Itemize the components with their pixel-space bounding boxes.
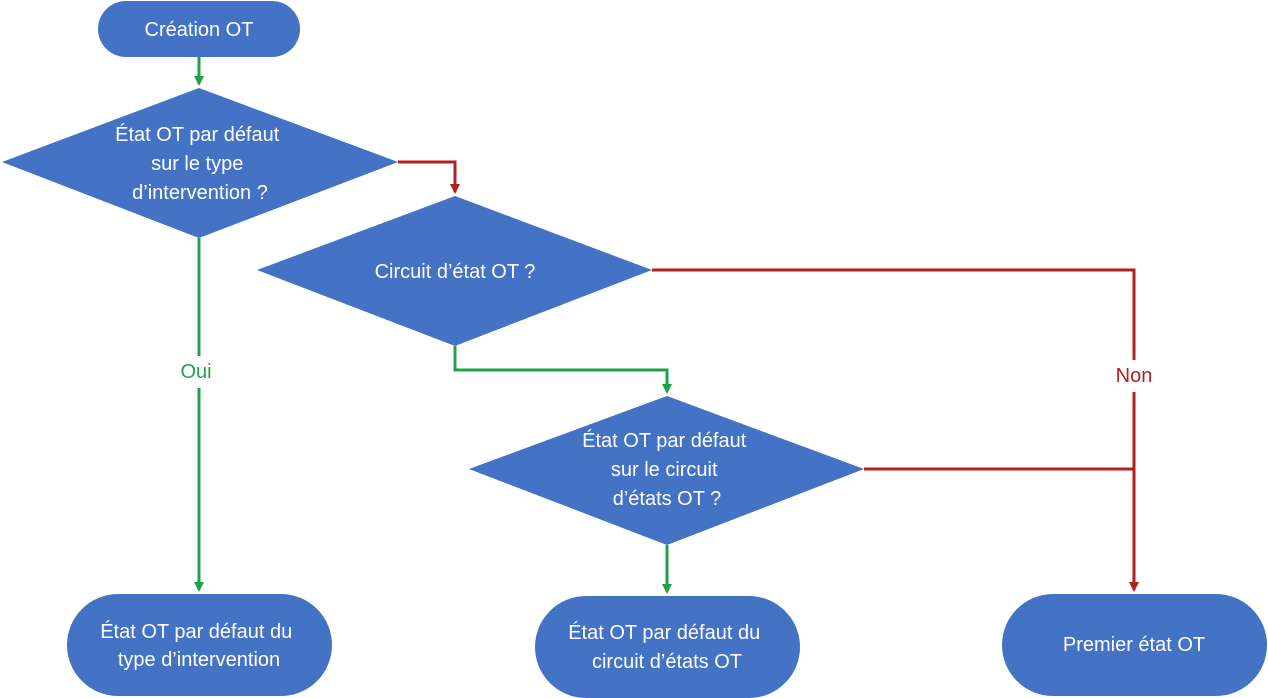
node-end-first: Premier état OT	[1002, 594, 1267, 696]
node-end-type: État OT par défaut du type d’interventio…	[67, 594, 332, 696]
edge-label-no: Non	[1116, 365, 1153, 387]
decision-default-type-line-3: d’intervention ?	[132, 182, 268, 204]
edge-circuit-yes	[453, 346, 672, 394]
node-start: Création OT	[98, 1, 300, 57]
decision-default-circuit-line-3: d’états OT ?	[613, 488, 722, 510]
node-end-type-line-1: État OT par défaut du	[100, 620, 292, 643]
decision-circuit: Circuit d’état OT ?	[257, 196, 652, 346]
node-end-first-line-1: Premier état OT	[1063, 634, 1205, 656]
node-end-type-label: État OT par défaut du type d’interventio…	[100, 620, 298, 671]
decision-circuit-line-1: Circuit d’état OT ?	[375, 261, 536, 283]
node-start-shape	[98, 1, 300, 57]
edge-default-type-no	[398, 160, 460, 194]
node-end-type-line-2: type d’intervention	[118, 649, 280, 671]
node-end-circuit-line-1: État OT par défaut du	[568, 621, 760, 644]
decision-default-circuit: État OT par défaut sur le circuit d’état…	[469, 396, 864, 545]
node-end-type-shape	[67, 594, 332, 696]
decision-circuit-label: Circuit d’état OT ?	[375, 261, 536, 283]
edge-label-yes: Oui	[180, 361, 211, 383]
decision-default-type-line-2: sur le type	[151, 153, 243, 175]
node-end-first-shape	[1002, 594, 1267, 696]
edge-circuit-no	[652, 268, 1134, 590]
node-end-circuit: État OT par défaut du circuit d’états OT	[535, 596, 800, 698]
edges	[199, 57, 1134, 592]
decision-default-circuit-line-2: sur le circuit	[611, 459, 718, 481]
decision-default-type-shape	[2, 88, 398, 238]
node-end-circuit-label: État OT par défaut du circuit d’états OT	[568, 621, 766, 673]
node-start-label: Création OT	[145, 19, 254, 41]
decision-default-circuit-shape	[469, 396, 864, 545]
decision-default-type: État OT par défaut sur le type d’interve…	[2, 88, 398, 238]
decision-circuit-shape	[257, 196, 652, 346]
node-start-line-1: Création OT	[145, 19, 254, 41]
decision-default-type-label: État OT par défaut sur le type d’interve…	[115, 123, 285, 204]
decision-default-type-line-1: État OT par défaut	[115, 123, 280, 146]
decision-default-circuit-line-1: État OT par défaut	[582, 429, 747, 452]
node-end-circuit-line-2: circuit d’états OT	[592, 651, 742, 673]
node-end-circuit-shape	[535, 596, 800, 698]
node-end-first-label: Premier état OT	[1063, 634, 1205, 656]
decision-default-circuit-label: État OT par défaut sur le circuit d’état…	[582, 429, 752, 510]
